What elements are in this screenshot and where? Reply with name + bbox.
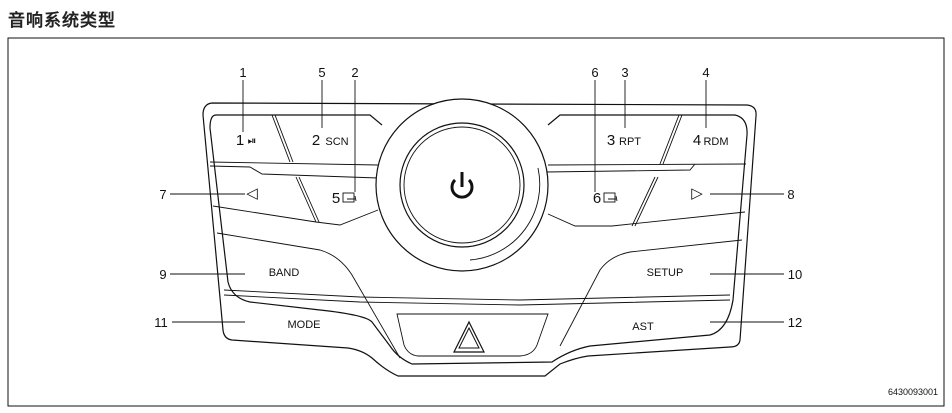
divider-3-4: [659, 114, 683, 165]
row1-bottom-right: [545, 163, 747, 173]
scan-button[interactable]: 2 SCN: [312, 132, 349, 149]
row3-top-left: [216, 232, 401, 359]
callout-11: 11: [154, 315, 168, 330]
folder-up-button[interactable]: 6: [593, 190, 618, 207]
knob-arc: [469, 167, 541, 261]
play-pause-icon: ⏯: [248, 135, 257, 147]
svg-text:SCN: SCN: [325, 136, 348, 148]
row2-bottom-left: [212, 205, 379, 226]
callout-3: 3: [621, 65, 628, 80]
next-button[interactable]: ▷: [691, 185, 703, 202]
row2-top-left: [209, 165, 379, 179]
prev-button[interactable]: ◁: [246, 185, 258, 202]
callout-lines: [170, 80, 784, 323]
svg-text:RPT: RPT: [619, 136, 641, 148]
page-title: 音响系统类型: [8, 11, 116, 31]
setup-button[interactable]: SETUP: [647, 267, 684, 279]
svg-text:5: 5: [332, 190, 340, 207]
hazard-recess: [396, 313, 549, 357]
band-button[interactable]: BAND: [269, 267, 300, 279]
callout-1: 1: [239, 65, 246, 80]
power-icon: [450, 172, 474, 199]
power-button[interactable]: [403, 126, 521, 244]
panel-inner-outline: [209, 114, 748, 365]
svg-text:3: 3: [607, 132, 615, 149]
callout-6: 6: [591, 65, 598, 80]
row2-bottom-right: [547, 211, 746, 227]
row4-divider: [223, 289, 731, 306]
svg-text:2: 2: [312, 132, 320, 149]
random-button[interactable]: 4 RDM: [693, 132, 729, 149]
callout-5: 5: [318, 65, 325, 80]
folder-down-button[interactable]: 5: [332, 190, 357, 207]
hazard-icon[interactable]: [453, 320, 485, 353]
callout-7: 7: [159, 187, 166, 202]
ast-button[interactable]: AST: [632, 321, 654, 333]
folder-icon: [603, 192, 618, 203]
divider-1-2: [271, 114, 294, 163]
callout-9: 9: [159, 267, 166, 282]
callout-2: 2: [351, 65, 358, 80]
svg-text:1: 1: [236, 132, 244, 149]
callout-8: 8: [787, 187, 794, 202]
svg-text:4: 4: [693, 132, 701, 149]
power-button-ring[interactable]: [399, 122, 525, 248]
callout-4: 4: [702, 65, 709, 80]
mode-button[interactable]: MODE: [288, 319, 321, 331]
divider-prev-folder: [295, 176, 320, 223]
row3-top-right: [559, 239, 743, 347]
callout-12: 12: [788, 315, 802, 330]
folder-icon: [342, 192, 357, 203]
svg-text:6: 6: [593, 190, 601, 207]
divider-folder-next: [631, 176, 659, 227]
row1-bottom-left: [209, 161, 379, 166]
panel-outline: [202, 102, 757, 377]
repeat-button[interactable]: 3 RPT: [607, 132, 641, 149]
figure-frame: [7, 37, 945, 407]
svg-text:RDM: RDM: [703, 136, 728, 148]
play-pause-button[interactable]: 1 ⏯: [236, 132, 257, 149]
callout-10: 10: [788, 267, 802, 282]
figure-id: 6430093001: [888, 387, 938, 397]
